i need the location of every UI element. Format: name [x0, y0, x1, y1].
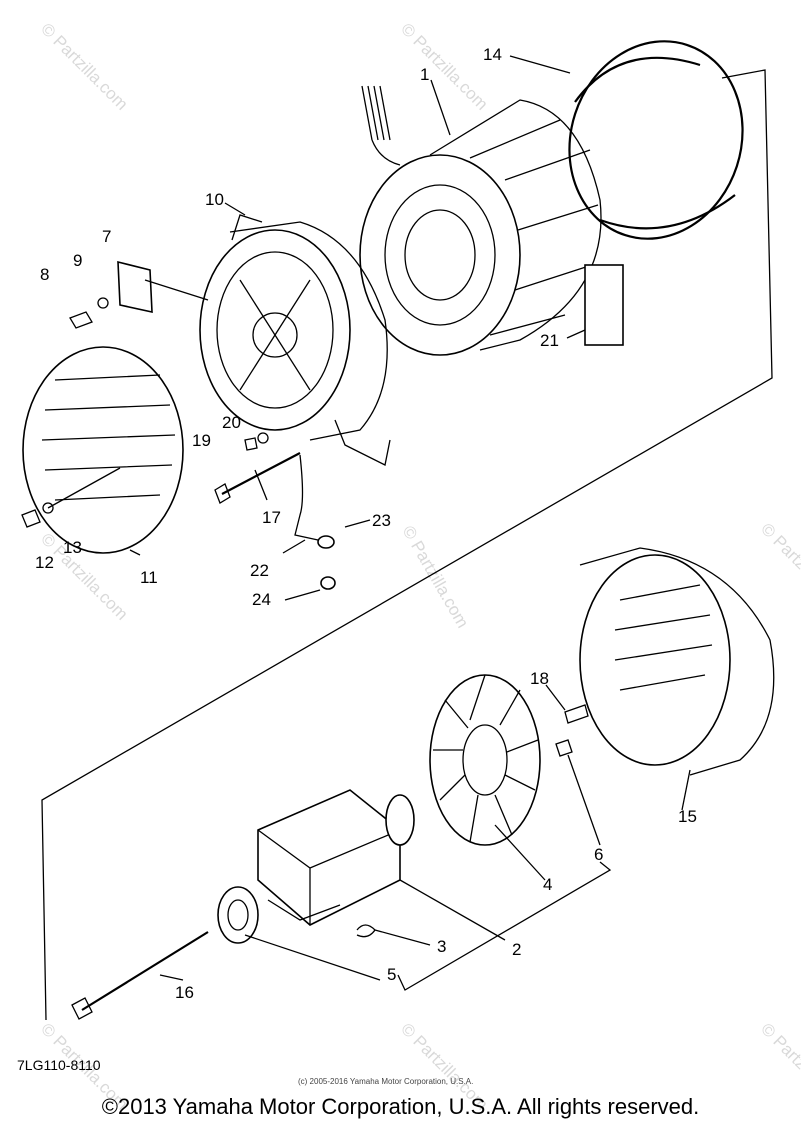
callout-21: 21	[540, 331, 559, 350]
callout-10: 10	[205, 190, 224, 209]
callout-2: 2	[512, 940, 521, 959]
cover-ring-part	[568, 40, 744, 240]
callout-14: 14	[483, 45, 502, 64]
callout-20: 20	[222, 413, 241, 432]
rectifier-part	[69, 260, 209, 329]
callout-11: 11	[140, 568, 158, 587]
front-bracket-part	[199, 214, 391, 466]
callout-1: 1	[420, 65, 429, 84]
rotor-part	[257, 789, 415, 926]
copyright-footer: ©2013 Yamaha Motor Corporation, U.S.A. A…	[101, 1094, 700, 1119]
watermark-top-left: © Partzilla.com	[37, 19, 131, 113]
small-copyright-note: (c) 2005-2016 Yamaha Motor Corporation, …	[298, 1077, 474, 1086]
watermark-top-middle: © Partzilla.com	[397, 19, 491, 113]
watermark-center: © Partzilla.com	[399, 523, 473, 632]
bearing-and-bolt-part	[71, 886, 376, 1020]
callout-19: 19	[192, 431, 211, 450]
callout-7: 7	[102, 227, 111, 246]
callout-3: 3	[437, 937, 446, 956]
callout-15: 15	[678, 807, 697, 826]
diagram-part-code: 7LG110-8110	[17, 1057, 101, 1073]
assembly-bracket	[41, 69, 773, 1021]
stator-part	[359, 85, 624, 356]
callout-23: 23	[372, 511, 391, 530]
callout-labels: 1 14 10 7 9 8 21 20 19 17 23 13 12 11 22…	[35, 45, 697, 1002]
callout-13: 13	[63, 538, 82, 557]
callout-24: 24	[252, 590, 271, 609]
callout-12: 12	[35, 553, 54, 572]
rear-cover-part	[579, 547, 775, 776]
callout-6: 6	[594, 845, 603, 864]
callout-4: 4	[543, 875, 552, 894]
end-cover-part	[21, 346, 184, 554]
fan-part	[429, 674, 589, 846]
callout-9: 9	[73, 251, 82, 270]
callout-17: 17	[262, 508, 281, 527]
leader-lines	[129, 55, 691, 991]
callout-16: 16	[175, 983, 194, 1002]
watermark-mid-right: © Partzilla.com	[757, 519, 801, 613]
callout-22: 22	[250, 561, 269, 580]
callout-5: 5	[387, 965, 396, 984]
bolts-and-wire-part	[214, 432, 336, 590]
callout-8: 8	[40, 265, 49, 284]
callout-18: 18	[530, 669, 549, 688]
